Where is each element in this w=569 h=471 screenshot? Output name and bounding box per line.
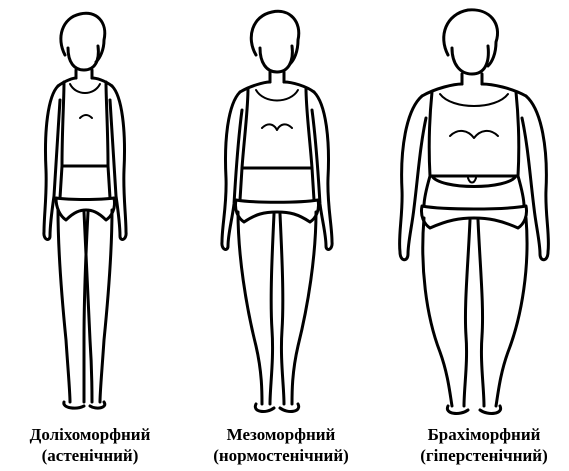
caption-mesomorphic: Мезоморфний (нормостенічний) <box>186 424 376 466</box>
caption-dolichomorphic: Доліхоморфний (астенічний) <box>0 424 185 466</box>
dolichomorphic-figure <box>44 13 126 408</box>
mesomorphic-figure <box>222 11 332 411</box>
caption-dolichomorphic-name: Доліхоморфний <box>0 424 185 445</box>
caption-mesomorphic-name: Мезоморфний <box>186 424 376 445</box>
caption-mesomorphic-subtitle: (нормостенічний) <box>186 445 376 466</box>
caption-brachymorphic-subtitle: (гіперстенічний) <box>389 445 569 466</box>
caption-brachymorphic: Брахіморфний (гіперстенічний) <box>389 424 569 466</box>
brachymorphic-figure <box>400 10 549 414</box>
caption-dolichomorphic-subtitle: (астенічний) <box>0 445 185 466</box>
caption-brachymorphic-name: Брахіморфний <box>389 424 569 445</box>
